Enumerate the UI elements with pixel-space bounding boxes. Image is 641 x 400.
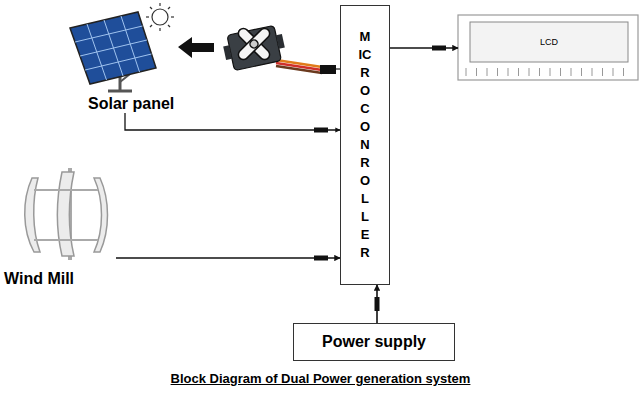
node-label: Power supply bbox=[322, 333, 426, 351]
power-supply-box: Power supply bbox=[293, 323, 455, 361]
lcd-pin bbox=[602, 68, 603, 76]
lcd-pin bbox=[497, 68, 498, 76]
lcd-pin bbox=[508, 68, 509, 76]
lcd-pin bbox=[539, 68, 540, 76]
lcd-pin bbox=[571, 68, 572, 76]
lcd-pin bbox=[518, 68, 519, 76]
microcontroller-box: MICROCONROLLER bbox=[340, 5, 390, 285]
connector-arrow bbox=[390, 47, 458, 49]
arrow-shaft bbox=[375, 297, 380, 311]
lcd-pin bbox=[613, 68, 614, 76]
arrow-shaft bbox=[314, 256, 328, 261]
lcd-pin bbox=[550, 68, 551, 76]
servo-motor-drawing bbox=[221, 16, 340, 74]
lcd-node: LCD bbox=[458, 15, 638, 80]
connector-arrow bbox=[376, 285, 378, 323]
connector-arrow bbox=[125, 113, 340, 130]
wind-mill-node: Wind Mill bbox=[4, 158, 116, 288]
lcd-pin bbox=[560, 68, 561, 76]
solar-panel-drawing bbox=[70, 12, 156, 91]
lcd-pin bbox=[476, 68, 477, 76]
lcd-pin bbox=[623, 68, 624, 76]
wind-turbine-drawing bbox=[25, 168, 108, 260]
node-label: MICROCONROLLER bbox=[359, 28, 372, 262]
lcd-pin bbox=[487, 68, 488, 76]
node-label: LCD bbox=[470, 22, 628, 62]
diagram-caption: Block Diagram of Dual Power generation s… bbox=[0, 371, 641, 386]
lcd-pin bbox=[466, 68, 467, 76]
solar-panel-node: Solar panel bbox=[62, 5, 192, 113]
node-label: Solar panel bbox=[88, 95, 174, 113]
arrow-shaft bbox=[432, 46, 446, 51]
sun-icon bbox=[146, 3, 174, 31]
lcd-pin bbox=[581, 68, 582, 76]
lcd-module-drawing bbox=[458, 15, 638, 80]
lcd-pin bbox=[529, 68, 530, 76]
block-arrow bbox=[178, 37, 214, 58]
arrow-shaft bbox=[314, 128, 328, 133]
connector-arrow bbox=[116, 257, 340, 259]
node-label: Wind Mill bbox=[4, 270, 74, 288]
lcd-pin bbox=[592, 68, 593, 76]
